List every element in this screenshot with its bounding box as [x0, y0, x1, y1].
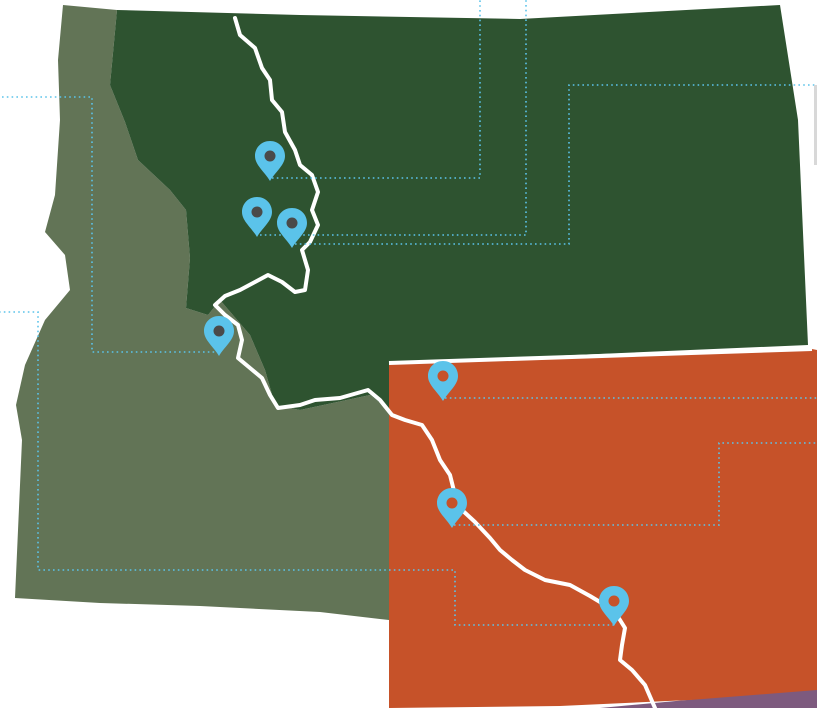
idaho-region [15, 5, 389, 620]
location-markers [204, 141, 629, 626]
location-marker-7[interactable] [599, 586, 629, 626]
leader-lines [0, 0, 817, 626]
montana-region [110, 5, 808, 410]
leader-line-2 [260, 0, 527, 236]
scrollbar-track[interactable] [814, 85, 817, 165]
map-pin-center [608, 595, 620, 607]
leader-line-7 [0, 311, 614, 626]
map-pin-center [264, 150, 276, 162]
leader-line-3 [295, 84, 817, 245]
map-pin-center [446, 497, 458, 509]
map-pin-center [213, 325, 225, 337]
map-pin-center [251, 206, 263, 218]
location-marker-4[interactable] [204, 316, 234, 356]
map-pin-center [437, 370, 449, 382]
leader-line-1 [272, 0, 481, 179]
montana-wyoming-border [388, 347, 813, 365]
leader-line-4 [0, 96, 219, 353]
location-marker-3[interactable] [277, 208, 307, 248]
wyoming-region [389, 349, 817, 708]
map-pin-center [286, 217, 298, 229]
location-marker-2[interactable] [242, 197, 272, 237]
location-marker-1[interactable] [255, 141, 285, 181]
continental-divide [213, 16, 657, 708]
location-marker-6[interactable] [437, 488, 467, 528]
location-marker-5[interactable] [428, 361, 458, 401]
